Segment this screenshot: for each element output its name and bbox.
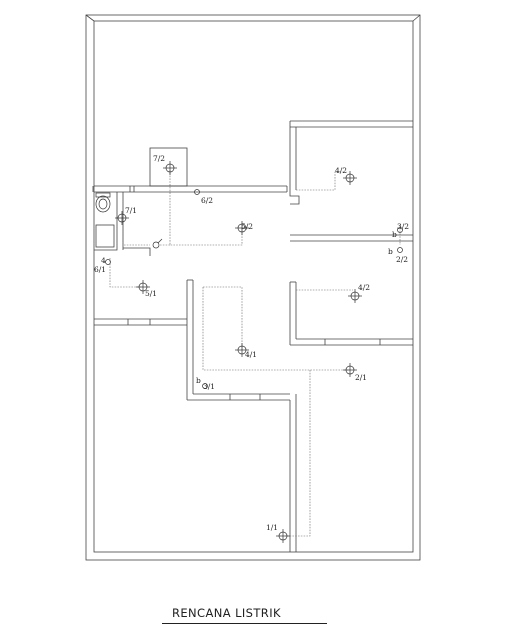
label-3-1: 3/1	[203, 382, 215, 391]
light-fixture-4-1	[235, 343, 249, 357]
label-5-2: 5/2	[241, 222, 253, 231]
light-fixture-5-2	[235, 221, 249, 235]
label-5-1: 5/1	[145, 289, 157, 298]
light-fixture-2-1	[343, 363, 357, 377]
light-fixture-4-2b	[348, 289, 362, 303]
label-4-2a: 4/2	[335, 166, 347, 175]
title-underline	[162, 623, 327, 624]
label-b2: b	[388, 247, 393, 256]
light-fixtures	[105, 161, 403, 543]
switch-symbol	[105, 259, 111, 265]
light-fixture-4-2a	[343, 171, 357, 185]
label-7-2: 7/2	[153, 154, 165, 163]
label-2-2: 2/2	[396, 255, 408, 264]
light-fixture-1-1	[276, 529, 290, 543]
label-4-1: 4/1	[245, 350, 257, 359]
switch-symbol	[202, 383, 208, 389]
switch-symbol	[397, 227, 403, 233]
label-b1: b	[392, 230, 397, 239]
label-2-1: 2/1	[355, 373, 367, 382]
label-6-2: 6/2	[201, 196, 213, 205]
light-fixture-7-1	[115, 211, 129, 225]
outer-walls	[85, 14, 421, 561]
toilet-bowl	[95, 195, 111, 213]
plan-title-text: RENCANA LISTRIK	[172, 606, 281, 620]
switch-symbol	[397, 247, 403, 253]
label-3-2: 3/2	[397, 222, 409, 231]
light-fixture-7-2	[163, 161, 177, 175]
label-4-2b: 4/2	[358, 283, 370, 292]
label-4: 4	[101, 256, 106, 265]
wiring	[109, 170, 401, 537]
label-1-1: 1/1	[266, 523, 278, 532]
switch-symbol	[194, 189, 200, 195]
light-fixture-5-1	[136, 280, 150, 294]
label-b3: b	[196, 376, 201, 385]
interior-walls	[92, 120, 413, 552]
plan-title: RENCANA LISTRIK	[160, 604, 330, 630]
circuit-labels: 7/2 6/2 7/1 6/1 4 5/2 5/1 4/2 3/2 b b 2/…	[94, 154, 409, 532]
switch-symbol	[152, 238, 163, 249]
label-7-1: 7/1	[125, 206, 137, 215]
label-6-1: 6/1	[94, 265, 106, 274]
